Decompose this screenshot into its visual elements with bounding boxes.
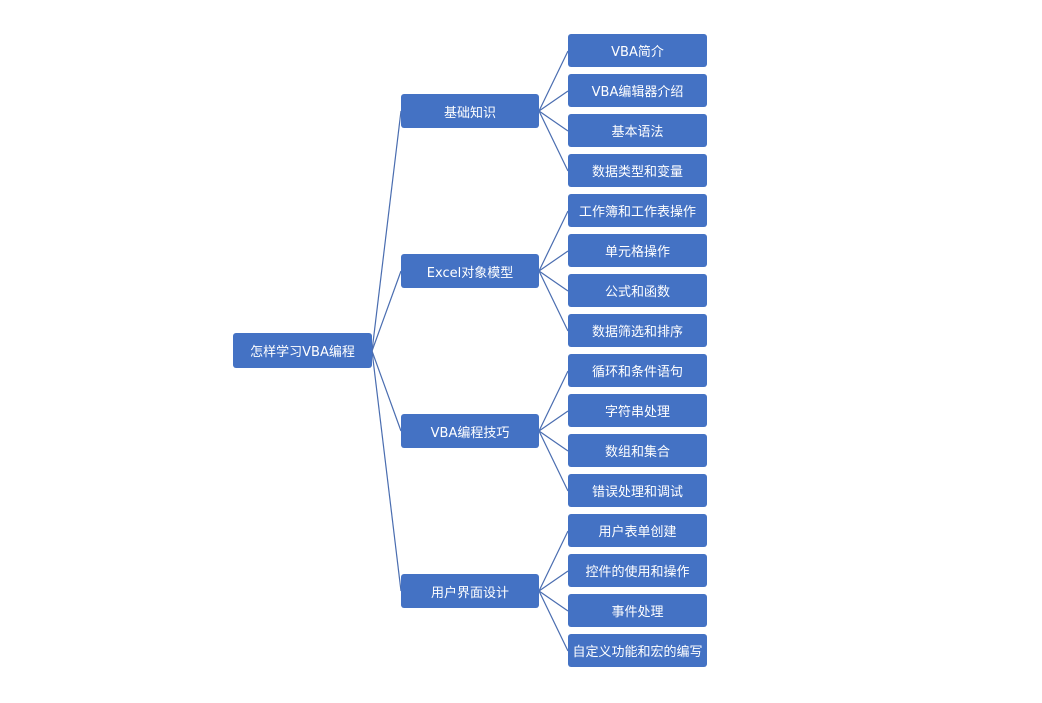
leaf-node[interactable]: 数组和集合	[568, 434, 707, 467]
branch-to-leaf-connector	[538, 430, 569, 492]
branch-to-leaf-connector	[538, 590, 569, 652]
root-to-branch-connector	[371, 350, 402, 432]
leaf-node[interactable]: 事件处理	[568, 594, 707, 627]
leaf-node[interactable]: 循环和条件语句	[568, 354, 707, 387]
leaf-node[interactable]: 工作簿和工作表操作	[568, 194, 707, 227]
branch-node-excel-object-model[interactable]: Excel对象模型	[401, 254, 539, 288]
root-node[interactable]: 怎样学习VBA编程	[233, 333, 372, 368]
root-to-branch-connector	[371, 270, 402, 352]
branch-to-leaf-connector	[538, 250, 569, 272]
branch-to-leaf-connector	[538, 210, 569, 272]
branch-to-leaf-connector	[538, 430, 569, 452]
branch-to-leaf-connector	[538, 410, 569, 432]
leaf-node[interactable]: 字符串处理	[568, 394, 707, 427]
branch-to-leaf-connector	[538, 570, 569, 592]
leaf-node[interactable]: 错误处理和调试	[568, 474, 707, 507]
branch-node-basics[interactable]: 基础知识	[401, 94, 539, 128]
branch-node-ui-design[interactable]: 用户界面设计	[401, 574, 539, 608]
leaf-node[interactable]: 公式和函数	[568, 274, 707, 307]
branch-to-leaf-connector	[538, 530, 569, 592]
leaf-node[interactable]: VBA简介	[568, 34, 707, 67]
branch-to-leaf-connector	[538, 110, 569, 172]
leaf-node[interactable]: 自定义功能和宏的编写	[568, 634, 707, 667]
leaf-node[interactable]: VBA编辑器介绍	[568, 74, 707, 107]
branch-to-leaf-connector	[538, 110, 569, 132]
leaf-node[interactable]: 单元格操作	[568, 234, 707, 267]
branch-to-leaf-connector	[538, 270, 569, 292]
leaf-node[interactable]: 控件的使用和操作	[568, 554, 707, 587]
root-to-branch-connector	[371, 350, 402, 592]
branch-node-vba-techniques[interactable]: VBA编程技巧	[401, 414, 539, 448]
leaf-node[interactable]: 用户表单创建	[568, 514, 707, 547]
branch-to-leaf-connector	[538, 370, 569, 432]
branch-to-leaf-connector	[538, 590, 569, 612]
leaf-node[interactable]: 基本语法	[568, 114, 707, 147]
branch-to-leaf-connector	[538, 50, 569, 112]
branch-to-leaf-connector	[538, 270, 569, 332]
leaf-node[interactable]: 数据类型和变量	[568, 154, 707, 187]
branch-to-leaf-connector	[538, 90, 569, 112]
root-to-branch-connector	[371, 110, 402, 352]
leaf-node[interactable]: 数据筛选和排序	[568, 314, 707, 347]
